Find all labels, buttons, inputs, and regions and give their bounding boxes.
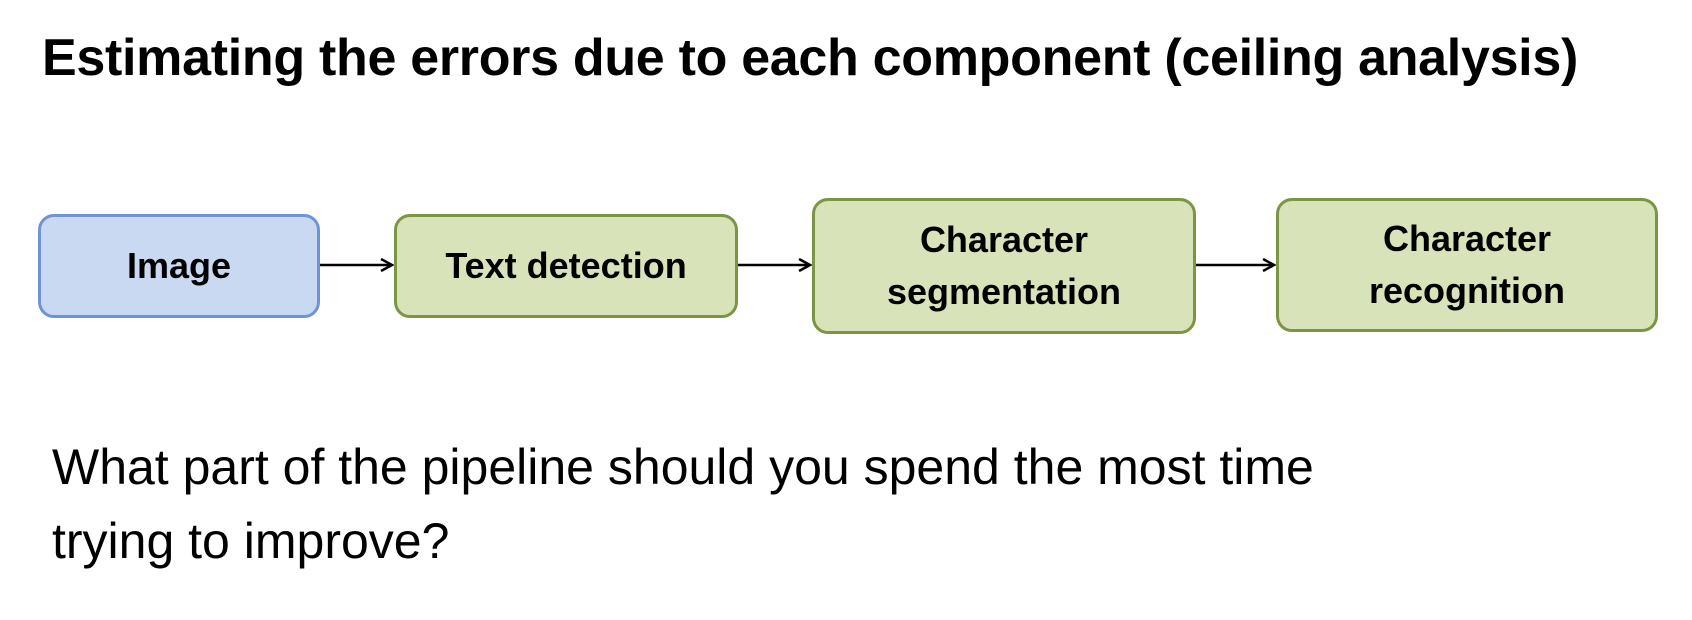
node-character-recognition-label-line2: recognition — [1369, 270, 1565, 311]
node-character-segmentation-label-line2: segmentation — [886, 271, 1122, 312]
node-image: Image — [38, 214, 320, 318]
slide-title: Estimating the errors due to each compon… — [42, 29, 1578, 87]
question-text: What part of the pipeline should you spe… — [52, 430, 1612, 578]
node-text-detection: Text detection — [394, 214, 738, 318]
node-character-recognition-label-line1: Character — [1382, 218, 1552, 259]
question-line-1: What part of the pipeline should you spe… — [52, 439, 1314, 495]
node-text-detection-label: Text detection — [445, 245, 687, 286]
node-image-label: Image — [126, 245, 232, 286]
node-character-recognition: Character recognition — [1276, 198, 1658, 332]
node-character-segmentation: Character segmentation — [812, 198, 1196, 334]
question-line-2: trying to improve? — [52, 513, 450, 569]
node-character-segmentation-label-line1: Character — [919, 219, 1089, 260]
